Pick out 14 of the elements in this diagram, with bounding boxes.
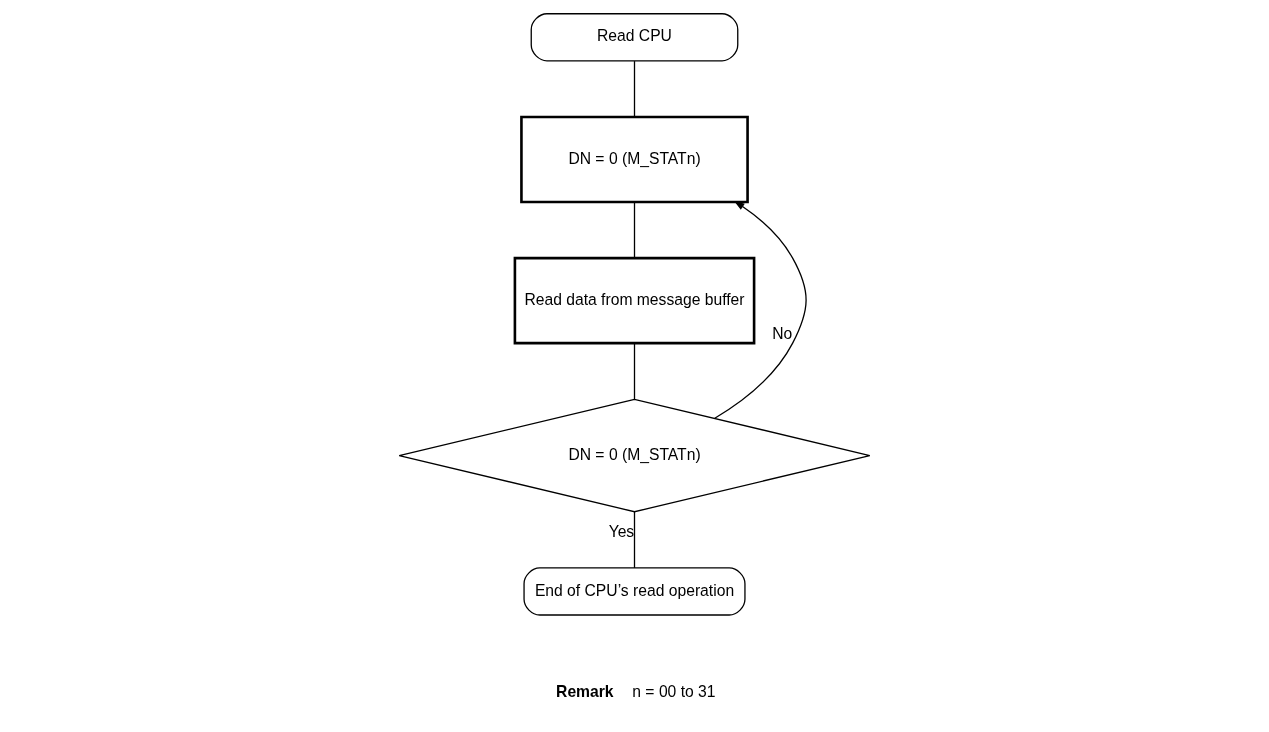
node-box: DN = 0 (M_STATn)	[520, 115, 749, 204]
edge-label: Yes	[608, 523, 635, 541]
connector	[633, 511, 636, 569]
connector	[633, 60, 636, 118]
node-box: Read data from message buffer	[513, 256, 756, 345]
node-diamond: DN = 0 (M_STATn)	[398, 398, 871, 513]
connector	[633, 201, 636, 259]
label: n = 00 to 31	[632, 683, 716, 701]
label: Remark	[556, 683, 614, 701]
node-box: End of CPU’s read operation	[523, 567, 746, 616]
connector	[633, 342, 636, 400]
node-box: Read CPU	[530, 13, 739, 62]
edge-label: No	[772, 324, 793, 342]
arrow	[714, 201, 807, 419]
